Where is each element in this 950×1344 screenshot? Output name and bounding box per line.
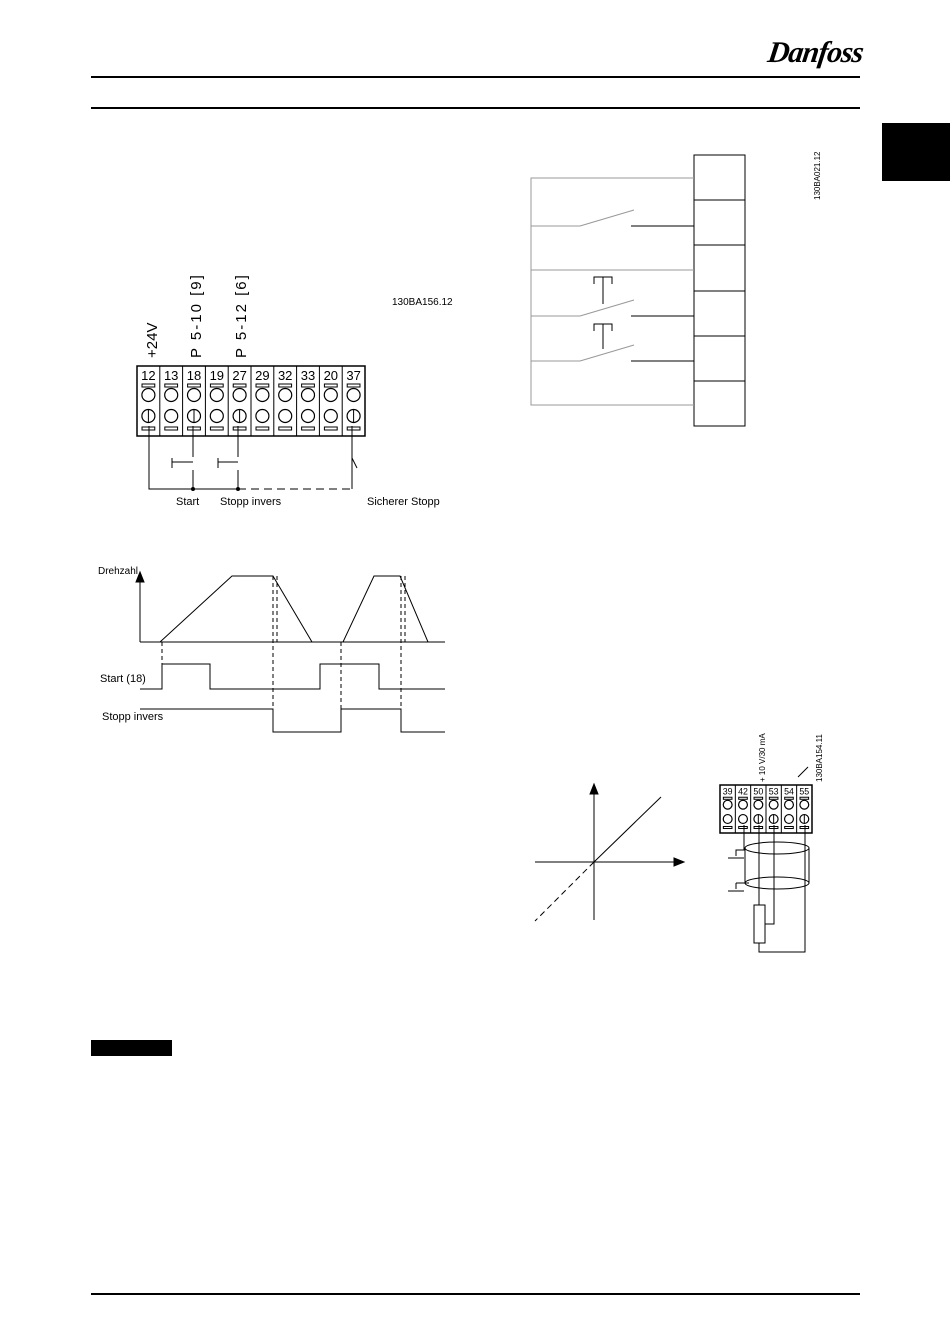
label-timing-stopp-invers: Stopp invers (102, 711, 164, 723)
label-p510: P 5-10 [9] (188, 273, 205, 358)
start-stop-wiring-figure: 130BA156.12 +24V P 5-10 [9] P 5-12 [6] 1… (137, 273, 453, 508)
main-terminal-13: 13 (160, 366, 179, 436)
svg-text:19: 19 (210, 368, 224, 383)
svg-text:29: 29 (255, 368, 269, 383)
main-terminal-32: 32 (274, 366, 293, 436)
svg-text:13: 13 (164, 368, 178, 383)
label-drehzahl: Drehzahl (98, 566, 138, 577)
label-start: Start (176, 496, 199, 508)
switch-block-figure (531, 155, 745, 426)
main-terminal-19: 19 (205, 366, 224, 436)
main-terminal-18: 18 (183, 366, 202, 436)
analog-terminal-42: 42 (735, 785, 748, 833)
svg-text:20: 20 (324, 368, 338, 383)
main-terminal-12: 12 (141, 368, 155, 430)
main-terminal-33: 33 (297, 366, 316, 436)
analog-terminal-50: 50 (751, 785, 764, 833)
svg-text:53: 53 (769, 787, 779, 797)
ref-code-130BA156: 130BA156.12 (392, 297, 453, 308)
svg-text:12: 12 (141, 368, 155, 383)
main-terminal-20: 20 (319, 366, 338, 436)
svg-text:37: 37 (346, 368, 360, 383)
analog-terminal-55: 55 (797, 785, 810, 833)
svg-text:39: 39 (723, 787, 733, 797)
svg-text:32: 32 (278, 368, 292, 383)
footer-rule (91, 1293, 860, 1295)
label-p512: P 5-12 [6] (233, 273, 250, 358)
main-terminal-37: 37 (342, 366, 361, 436)
characteristic-plot (535, 784, 684, 921)
svg-text:18: 18 (187, 368, 201, 383)
svg-text:42: 42 (738, 787, 748, 797)
main-terminal-29: 29 (251, 366, 270, 436)
timing-diagram (136, 572, 445, 732)
ref-code-130BA021: 130BA021.12 (813, 151, 822, 200)
svg-text:33: 33 (301, 368, 315, 383)
svg-text:50: 50 (753, 787, 763, 797)
main-terminal-27: 27 (228, 366, 247, 436)
label-sicherer-stopp: Sicherer Stopp (367, 496, 440, 508)
analog-terminal-53: 53 (766, 785, 779, 833)
label-start18: Start (18) (100, 673, 146, 685)
svg-text:54: 54 (784, 787, 794, 797)
analog-terminal-39: 39 (723, 787, 733, 829)
label-24v: +24V (144, 323, 161, 358)
svg-text:27: 27 (232, 368, 246, 383)
svg-text:55: 55 (799, 787, 809, 797)
label-10v-supply: + 10 V/30 mA (758, 733, 767, 782)
analog-terminal-54: 54 (781, 785, 794, 833)
note-label-bar (91, 1040, 172, 1056)
label-stopp-invers: Stopp invers (220, 496, 282, 508)
potentiometer-wiring: + 10 V/30 mA 130BA154.11 39 42 50 53 54 55 (720, 733, 824, 952)
ref-code-130BA154: 130BA154.11 (815, 734, 824, 782)
